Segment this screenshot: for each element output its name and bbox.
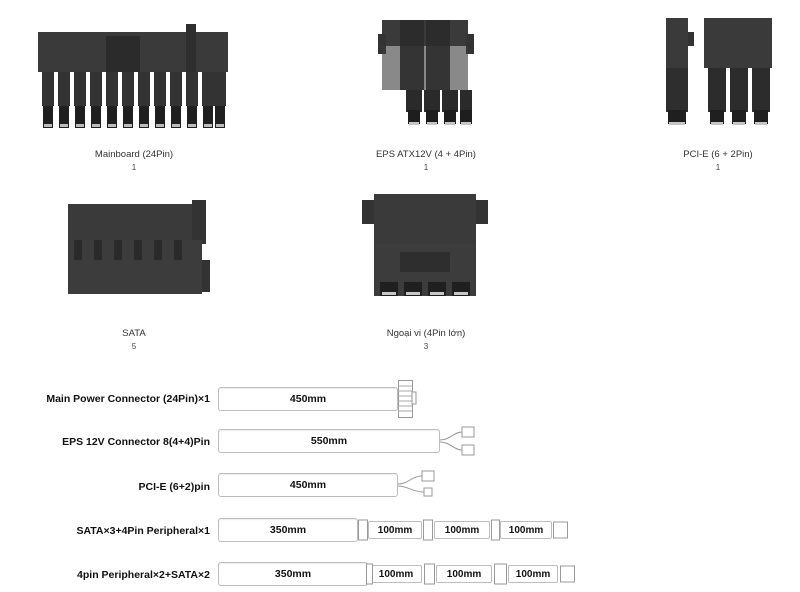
cable-eps-length: 550mm [218,429,440,453]
peripheral-plug-icon [366,563,575,585]
cable-label: PCI-E (6+2)pin [138,481,210,493]
pcie-split-plug-icon [398,470,435,497]
connector-qty: 1 [423,163,429,172]
peripheral-4pin-connector-image [362,194,488,296]
cable-pcie-length: 450mm [218,473,398,497]
connector-caption: EPS ATX12V (4 + 4Pin) 1 [326,148,526,174]
cable-segment: 100mm [434,521,490,539]
cable-main-length: 450mm [218,387,398,411]
cable-segment: 100mm [508,565,558,583]
connector-name: Mainboard (24Pin) [94,149,174,160]
connector-name: EPS ATX12V (4 + 4Pin) [376,149,476,160]
connector-caption: Mainboard (24Pin) 1 [34,148,234,174]
24pin-plug-icon [398,380,417,418]
eps-split-plug-icon [440,426,475,456]
connector-qty: 5 [131,342,137,351]
connector-name: Ngoại vi (4Pin lớn) [386,328,466,339]
mainboard-24pin-connector-image [38,24,228,128]
cable-label: SATA×3+4Pin Peripheral×1 [76,525,210,537]
connector-caption: PCI-E (6 + 2Pin) 1 [618,148,800,174]
connector-qty: 1 [715,163,721,172]
cable-segment: 100mm [368,521,422,539]
sata-plug-icon [358,519,568,541]
connector-qty: 3 [423,342,429,351]
connector-qty: 1 [131,163,137,172]
connector-name: SATA [122,328,146,339]
pcie-6-2pin-connector-image [666,18,772,125]
connector-name: PCI-E (6 + 2Pin) [683,149,753,160]
cable-sata-length: 350mm [218,518,358,542]
cable-label: 4pin Peripheral×2+SATA×2 [77,569,210,581]
cable-label: EPS 12V Connector 8(4+4)Pin [62,436,210,448]
cable-segment: 100mm [436,565,492,583]
cable-label: Main Power Connector (24Pin)×1 [46,393,210,405]
connector-caption: Ngoại vi (4Pin lớn) 3 [326,327,526,353]
cable-segment: 100mm [500,521,552,539]
sata-connector-image [68,200,210,294]
connector-caption: SATA 5 [34,327,234,353]
eps-atx12v-connector-image [378,20,474,125]
cable-peripheral-length: 350mm [218,562,368,586]
